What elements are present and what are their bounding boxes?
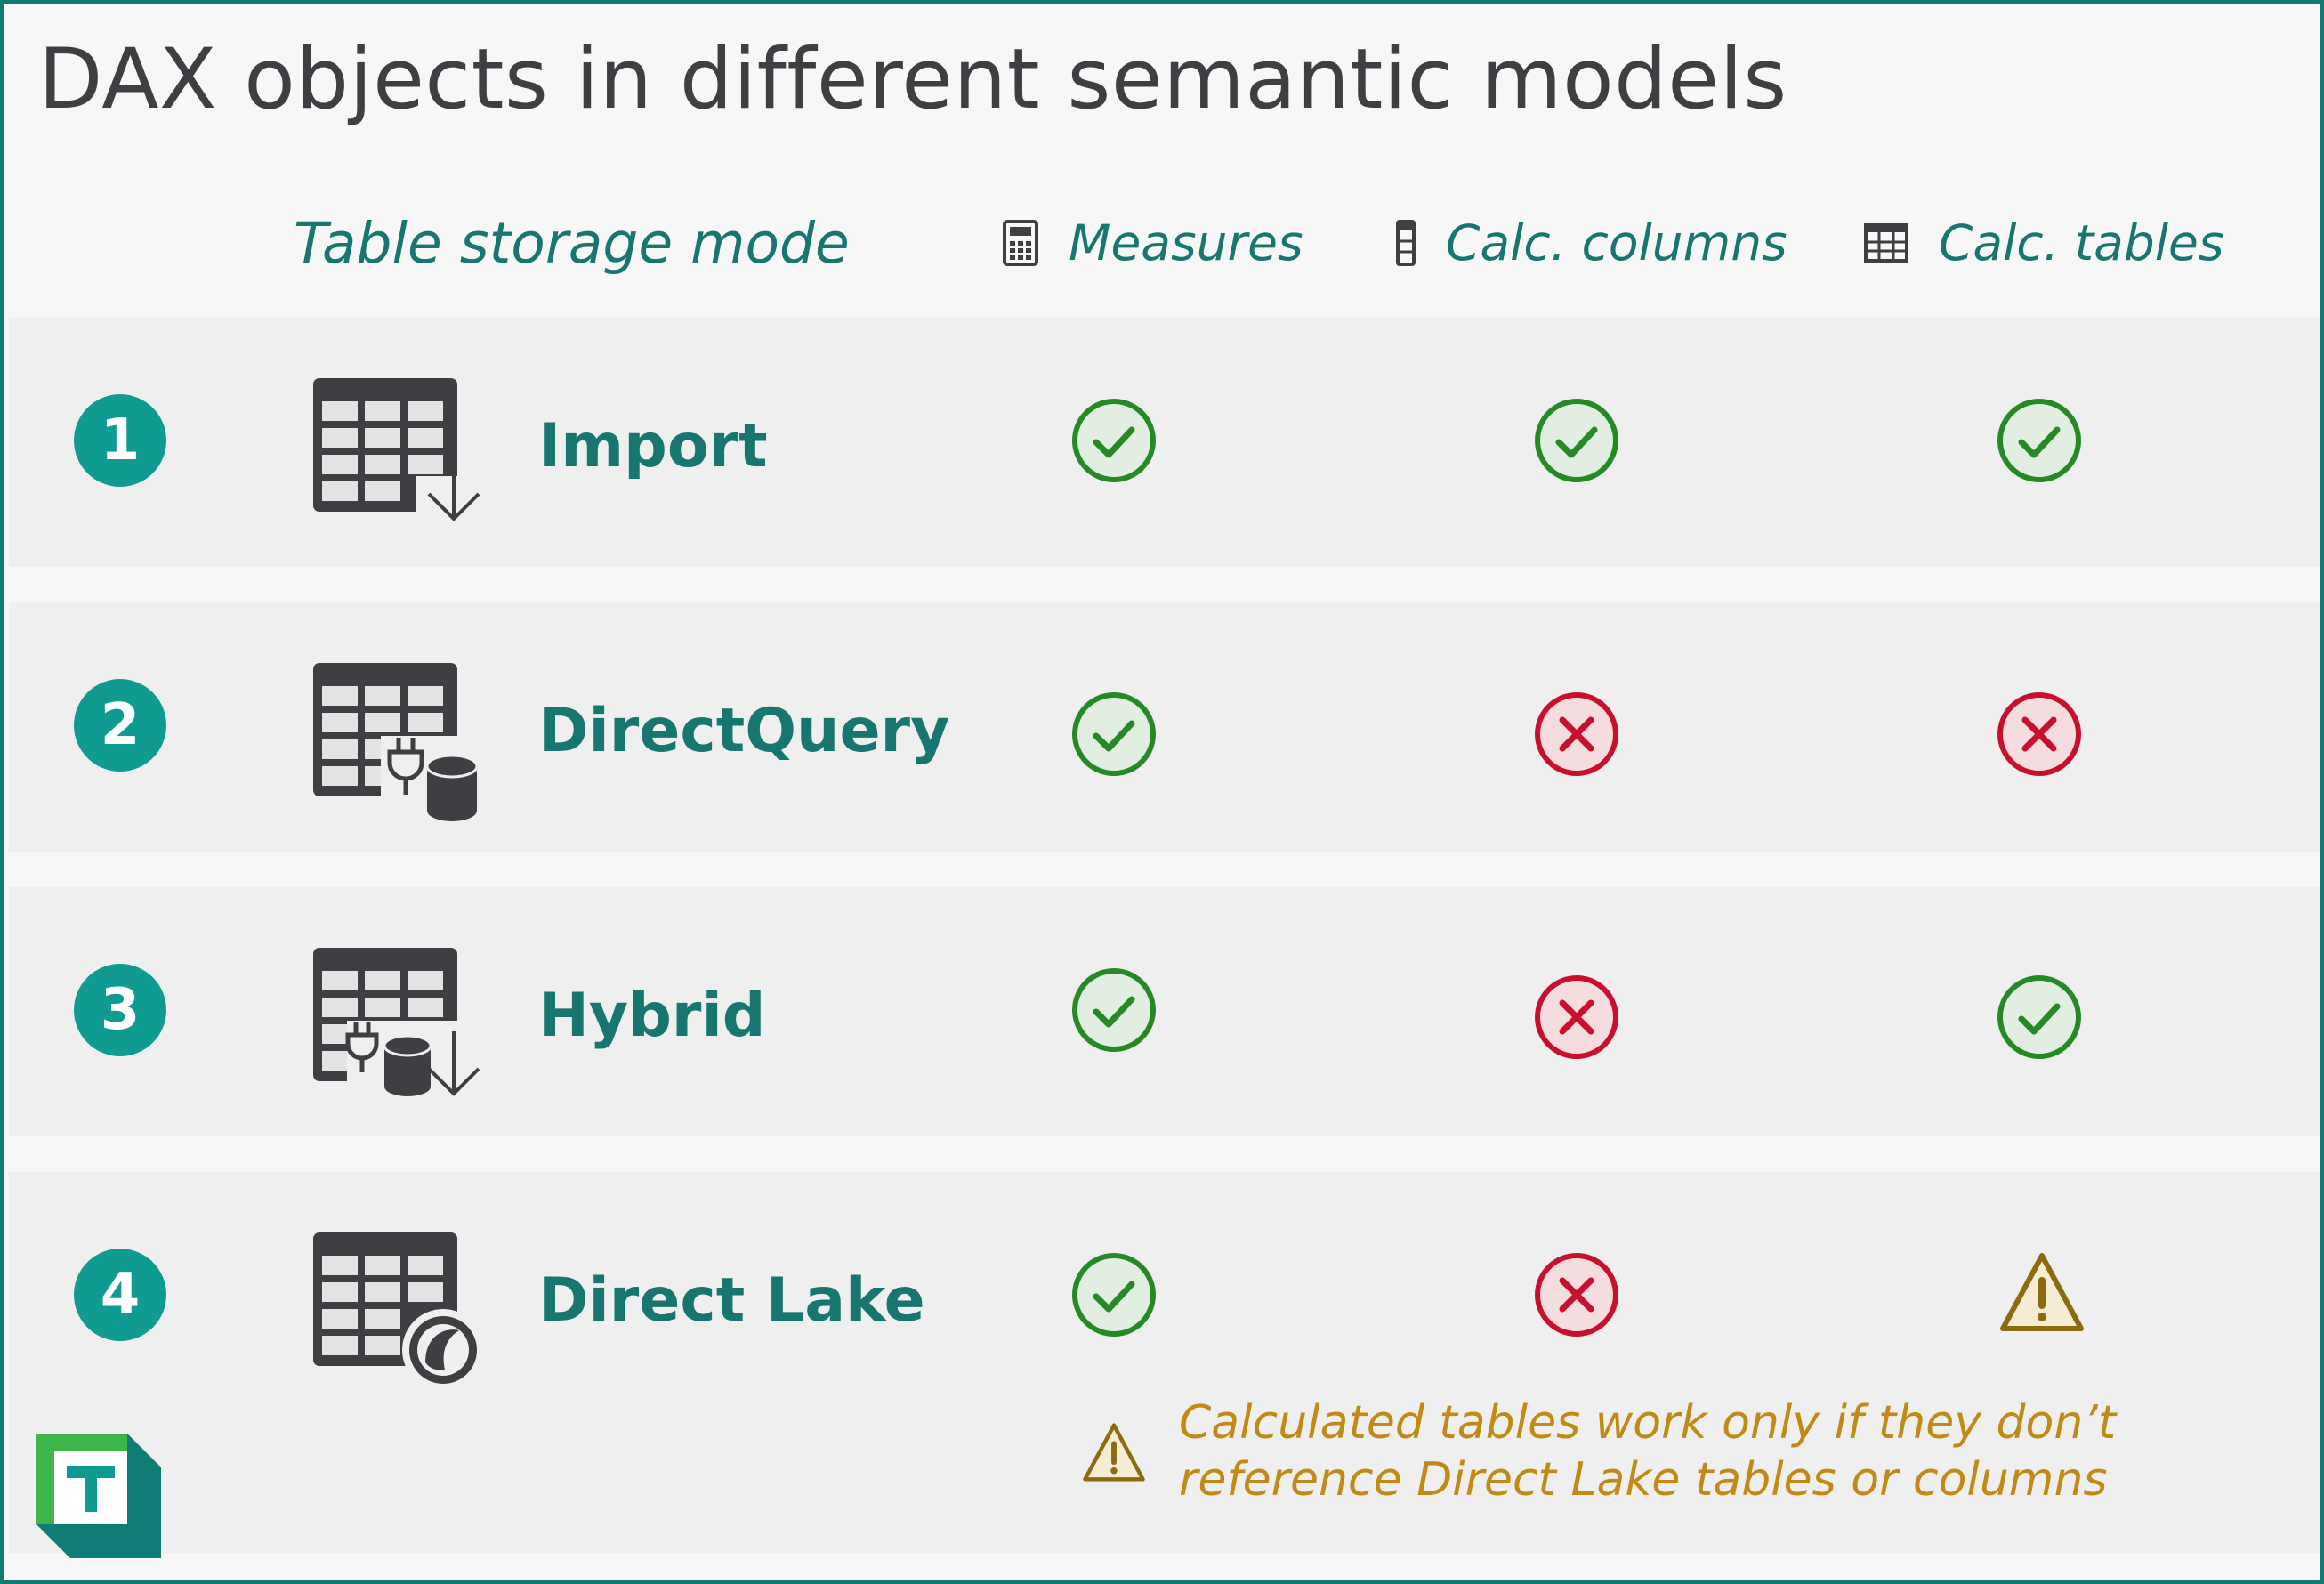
cross-icon xyxy=(1535,975,1618,1059)
column-header-label: Measures xyxy=(1069,214,1303,271)
cross-icon xyxy=(1535,1253,1618,1337)
warning-icon xyxy=(2000,1253,2084,1331)
column-header-calc-columns: Calc. columns xyxy=(1396,207,1787,279)
check-icon xyxy=(1997,975,2081,1059)
cross-icon xyxy=(1997,692,2081,776)
column-header-storage-mode: Table storage mode xyxy=(294,207,850,279)
footnote: Calculated tables work only if they don’… xyxy=(1179,1394,2116,1508)
check-icon xyxy=(1072,1253,1156,1337)
storage-mode-label: Direct Lake xyxy=(538,1265,925,1336)
table-directquery-icon xyxy=(313,663,489,830)
storage-mode-label: Hybrid xyxy=(538,980,766,1051)
footnote-line: reference Direct Lake tables or columns xyxy=(1179,1453,2108,1507)
calculator-icon xyxy=(1003,220,1038,266)
row-number-badge: 4 xyxy=(74,1249,166,1341)
cross-icon xyxy=(1535,692,1618,776)
check-icon xyxy=(1072,692,1156,776)
page-title: DAX objects in different semantic models xyxy=(38,31,1787,128)
row-number-badge: 3 xyxy=(74,964,166,1056)
column-header-calc-tables: Calc. tables xyxy=(1864,207,2224,279)
check-icon xyxy=(1535,399,1618,482)
check-icon xyxy=(1072,399,1156,482)
row-number-badge: 2 xyxy=(74,679,166,772)
table-directlake-icon xyxy=(313,1232,484,1391)
check-icon xyxy=(1072,968,1156,1052)
column-header-measures: Measures xyxy=(1003,207,1303,279)
check-icon xyxy=(1997,399,2081,482)
warning-icon xyxy=(1083,1423,1145,1482)
footnote-line: Calculated tables work only if they don’… xyxy=(1179,1396,2117,1450)
storage-mode-label: DirectQuery xyxy=(538,695,950,766)
table-import-icon xyxy=(313,378,489,528)
column-icon xyxy=(1396,220,1416,266)
storage-mode-label: Import xyxy=(538,410,768,481)
column-header-label: Calc. tables xyxy=(1939,214,2224,271)
brand-logo xyxy=(36,1434,161,1558)
column-header-label: Table storage mode xyxy=(294,210,850,276)
column-header-label: Calc. columns xyxy=(1446,214,1787,271)
table-hybrid-icon xyxy=(313,948,489,1106)
row-number-badge: 1 xyxy=(74,394,166,487)
table-icon xyxy=(1864,223,1908,263)
